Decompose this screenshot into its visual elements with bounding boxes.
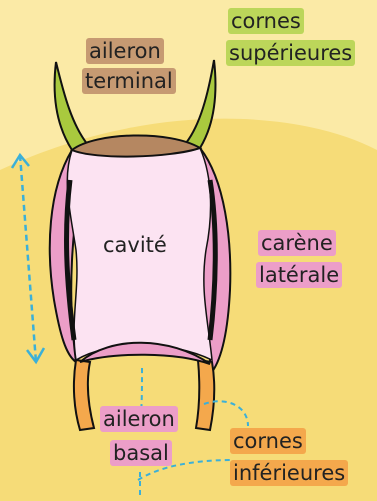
terminal-wing <box>72 135 200 156</box>
height-arrow <box>20 155 36 362</box>
label-cornes-inferieures-line2: inférieures <box>230 460 348 486</box>
label-carene-laterale-line1: carène <box>258 230 336 256</box>
label-cornes-superieures-line2: supérieures <box>226 40 355 66</box>
label-carene-laterale-line2: latérale <box>256 262 342 288</box>
label-cornes-inferieures-line1: cornes <box>230 428 306 454</box>
label-aileron-terminal-line1: aileron <box>86 38 164 64</box>
label-aileron-basal-line1: aileron <box>100 406 178 432</box>
lower-right-horn <box>196 360 214 430</box>
label-cavite: cavité <box>100 232 170 258</box>
lower-left-horn <box>74 360 94 430</box>
label-aileron-terminal-line2: terminal <box>82 68 176 94</box>
label-cornes-superieures-line1: cornes <box>228 8 304 34</box>
label-aileron-basal-line2: basal <box>110 440 172 466</box>
